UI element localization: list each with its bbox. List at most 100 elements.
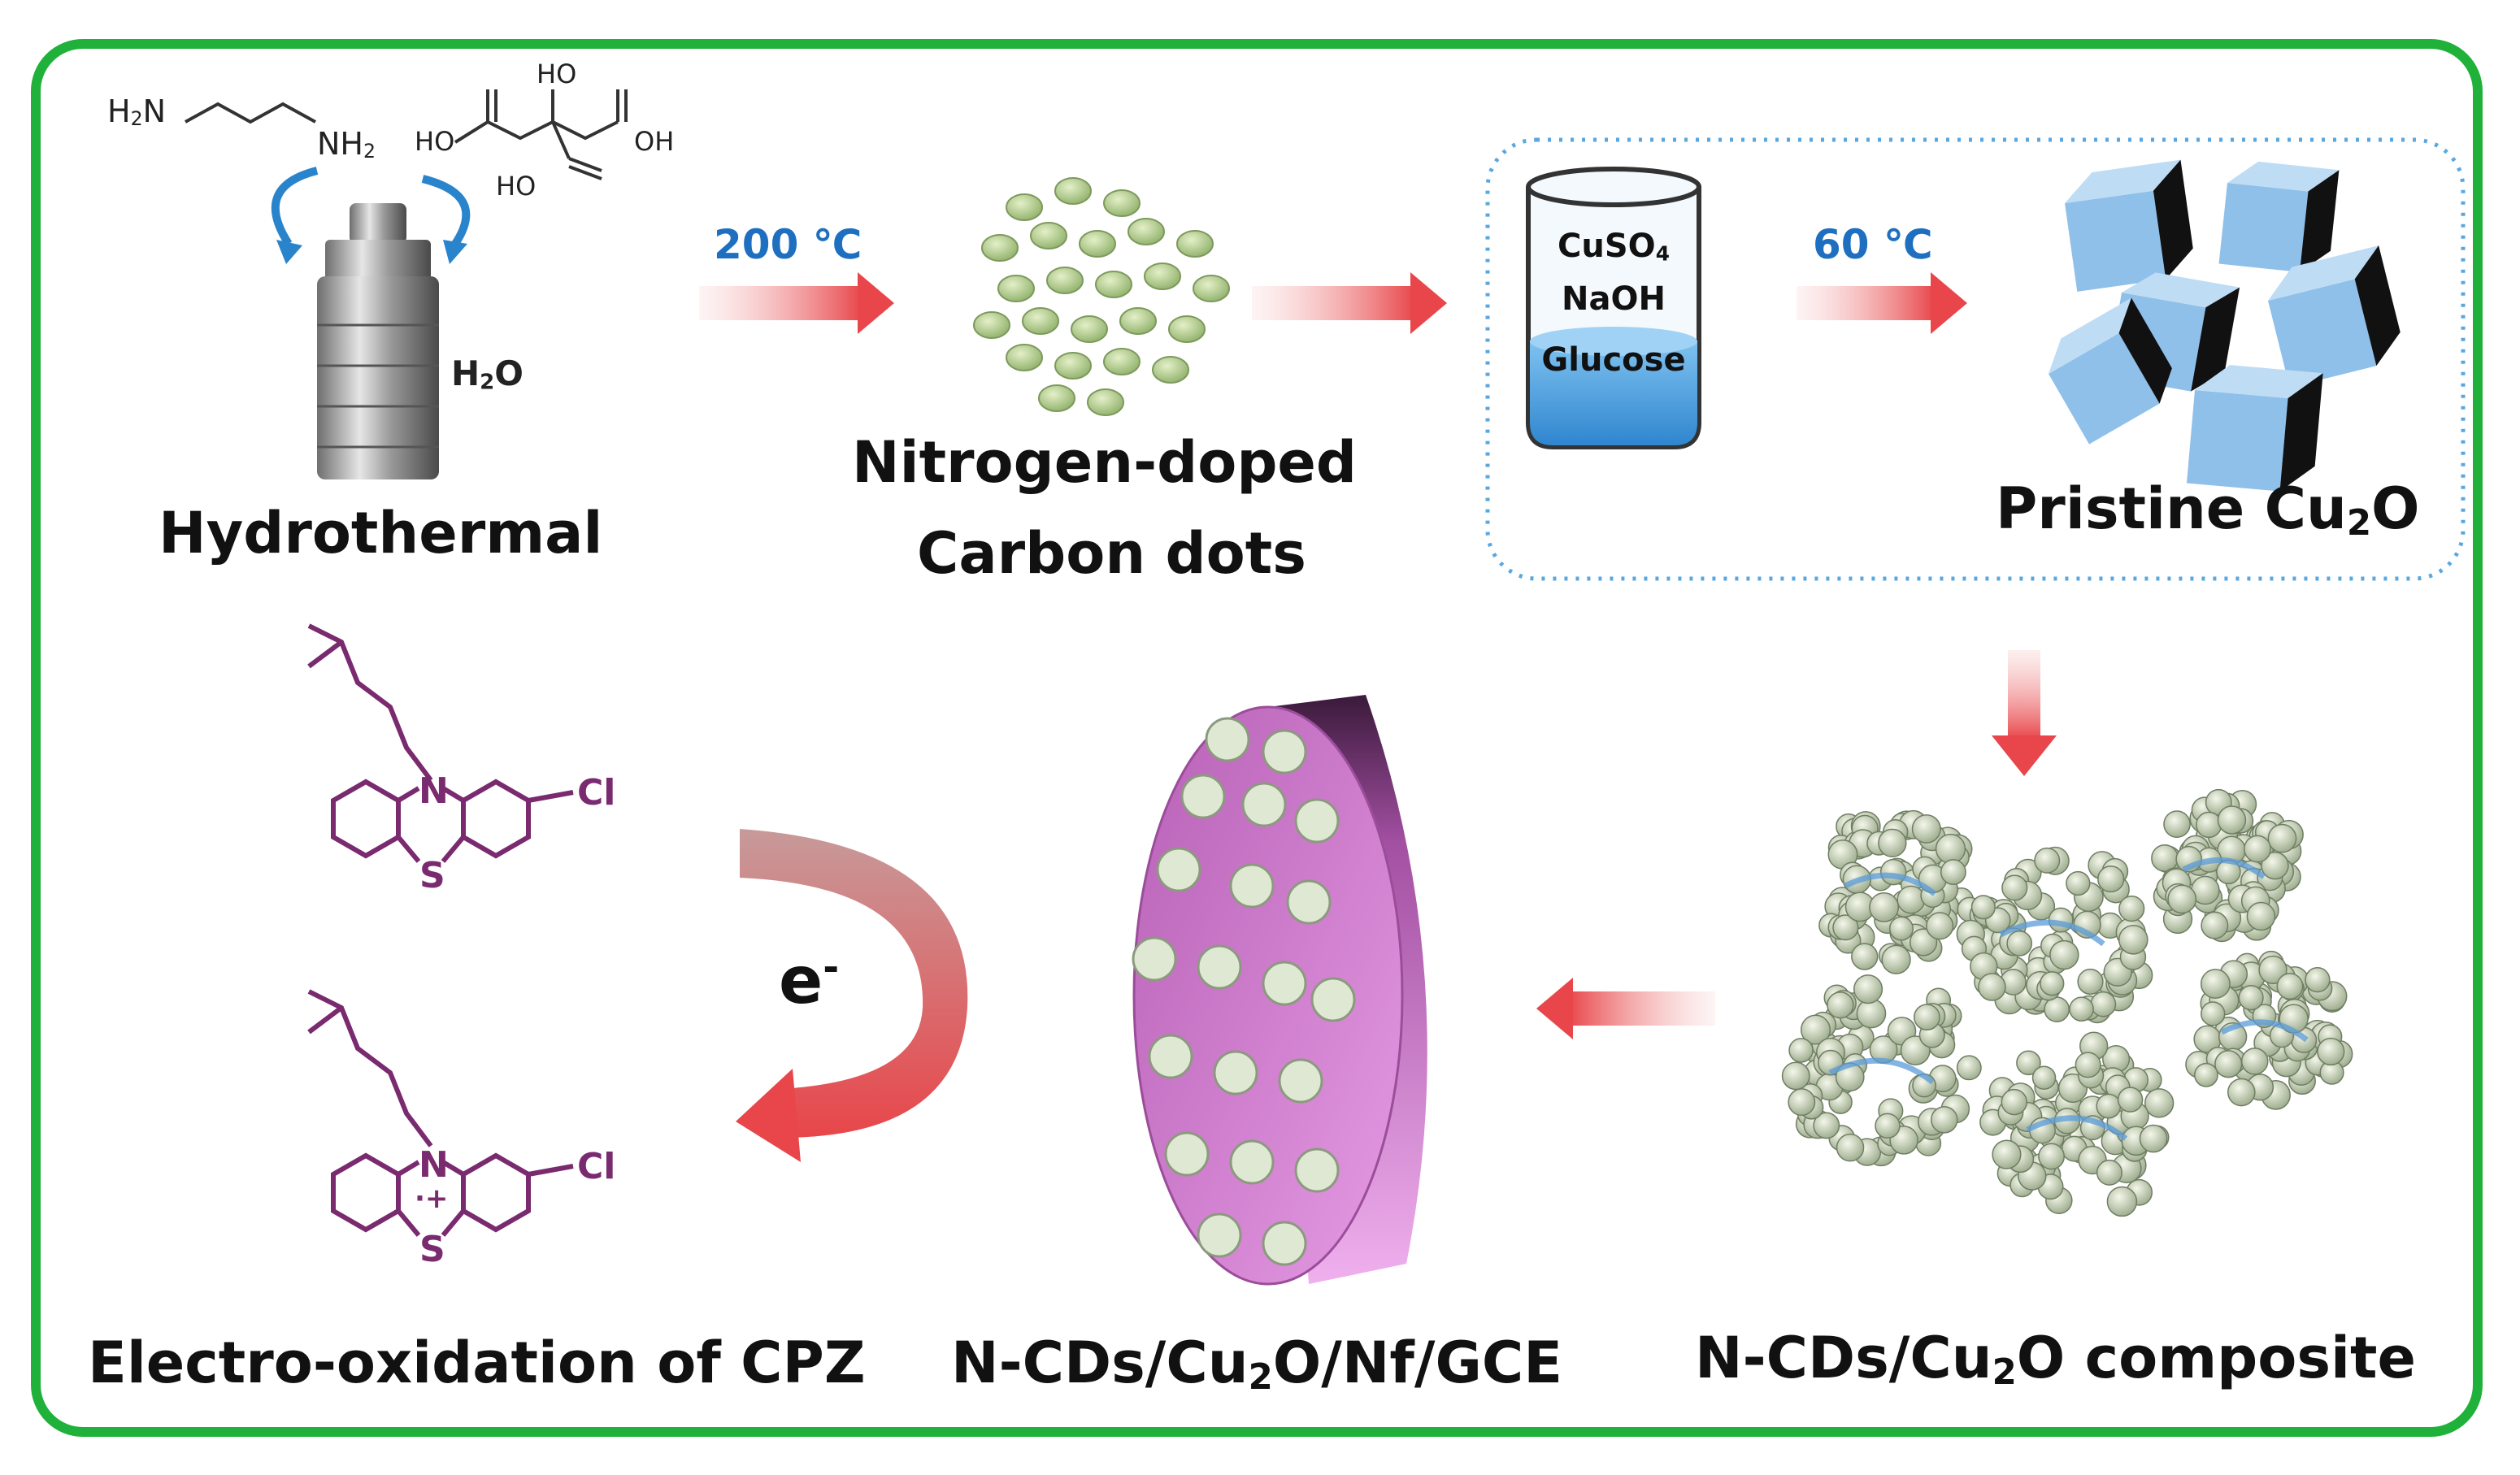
arrow-to-cu2o (1797, 272, 1967, 334)
hydrothermal-label: Hydrothermal (159, 500, 603, 566)
arrow-to-carbon-dots (699, 272, 894, 334)
citric-acid-ho-2: HO (537, 59, 577, 89)
composite-spot (1229, 1139, 1275, 1185)
electrode-label: N-CDs/Cu2O/Nf/GCE (951, 1330, 1563, 1398)
carbon-dot (1176, 230, 1214, 258)
mixing-arrow-left-icon (271, 167, 319, 246)
carbon-dot (1054, 177, 1092, 205)
composite-cluster (1979, 1031, 2175, 1217)
citric-acid-structure (454, 89, 628, 180)
citric-acid-oh: OH (634, 126, 675, 157)
composite-spot (1229, 863, 1275, 909)
ethylenediamine-nh2-label: NH2 (317, 126, 376, 163)
carbon-dot (1030, 222, 1067, 249)
ethylenediamine-label: H2N (107, 93, 166, 131)
carbon-dot (1152, 356, 1189, 384)
cpz-s-atom-top: S (419, 855, 445, 896)
composite-spot (1197, 1213, 1242, 1258)
beaker-icon (1526, 167, 1701, 449)
composite-spot (1132, 936, 1177, 982)
arrow-to-composite (1992, 650, 2057, 776)
synthesis-box (1485, 137, 2466, 581)
cpz-molecule-bottom (307, 989, 574, 1237)
carbon-dot (1046, 267, 1084, 294)
carbon-dot (1193, 275, 1230, 302)
composite-spot (1197, 944, 1242, 990)
carbon-dot (1119, 307, 1157, 335)
electron-label: e- (779, 943, 840, 1018)
beaker-naoh-label: NaOH (1562, 280, 1666, 318)
composite-spot (1294, 798, 1340, 844)
cu2o-cubes (2049, 159, 2401, 492)
composite-spot (1310, 977, 1356, 1022)
carbon-dot (1022, 307, 1059, 335)
citric-acid-ho-3: HO (496, 171, 537, 202)
carbon-dot (1087, 388, 1124, 416)
composite-spot (1262, 1221, 1307, 1266)
arrow-to-electrode (1536, 978, 1715, 1039)
carbon-dot (1144, 262, 1181, 290)
carbon-dot (1006, 344, 1043, 371)
composite-cluster (2151, 788, 2304, 943)
composite-spot (1294, 1147, 1340, 1193)
carbon-dot (1127, 218, 1165, 245)
composite-spot (1213, 1050, 1258, 1095)
ethylenediamine-bonds (185, 102, 316, 124)
cu2o-cube (2218, 161, 2340, 272)
electro-oxidation-label: Electro-oxidation of CPZ (88, 1330, 866, 1396)
cu2o-cube (2186, 365, 2323, 492)
cpz-cl-atom-top: Cl (577, 772, 616, 813)
carbon-dot (1071, 315, 1108, 343)
citric-acid-ho-1: HO (415, 126, 455, 157)
carbon-dot (1038, 384, 1075, 412)
composite-spot (1286, 879, 1332, 925)
carbon-dot (973, 311, 1010, 339)
cu2o-cube (2049, 297, 2172, 445)
composite-spot (1241, 782, 1287, 827)
carbon-dots-label-line2: Carbon dots (917, 520, 1306, 587)
mixing-arrow-right-icon (421, 175, 471, 246)
composite-cluster (1781, 974, 1982, 1167)
composite-spot (1262, 729, 1307, 774)
composite-spot (1262, 961, 1307, 1006)
electron-transfer-arrow (736, 829, 968, 1162)
beaker-cuso4-label: CuSO4 (1558, 228, 1670, 266)
composite-spot (1180, 774, 1226, 819)
cpz-n-atom-bottom: N (419, 1144, 449, 1186)
pristine-cu2o-label: Pristine Cu2O (1996, 475, 2420, 544)
composite-spot (1148, 1034, 1193, 1079)
carbon-dot (981, 234, 1019, 262)
electrode-disc-icon (1132, 695, 1427, 1286)
composite-clusters (1781, 788, 2353, 1217)
cpz-s-atom-bottom: S (419, 1229, 445, 1270)
carbon-dots-cluster (973, 177, 1230, 416)
cu2o-cube (2065, 159, 2193, 292)
composite-spot (1205, 717, 1250, 762)
composite-label: N-CDs/Cu2O composite (1695, 1325, 2416, 1393)
beaker-glucose-label: Glucose (1541, 341, 1686, 379)
temperature-60-label: 60 ℃ (1813, 221, 1933, 268)
composite-spot (1156, 847, 1201, 892)
carbon-dot (1079, 230, 1116, 258)
carbon-dot (1168, 315, 1206, 343)
composite-cluster (1956, 846, 2153, 1024)
composite-spot (1278, 1058, 1323, 1104)
arrow-to-beaker (1252, 272, 1447, 334)
solvent-label: H2O (451, 354, 524, 395)
autoclave-reactor-icon (317, 203, 439, 479)
carbon-dots-label-line1: Nitrogen-doped (852, 429, 1358, 496)
composite-cluster (1818, 809, 1983, 974)
carbon-dot (1054, 352, 1092, 380)
cpz-molecule-top (307, 623, 574, 863)
carbon-dot (1103, 348, 1141, 375)
carbon-dot (997, 275, 1035, 302)
cpz-cl-atom-bottom: Cl (577, 1146, 616, 1187)
carbon-dot (1103, 189, 1141, 217)
cu2o-cube (2268, 245, 2401, 388)
carbon-dot (1006, 193, 1043, 221)
temperature-200-label: 200 ℃ (714, 221, 862, 268)
composite-spot (1164, 1131, 1210, 1177)
cpz-radical-mark: ·+ (415, 1182, 449, 1215)
carbon-dot (1095, 271, 1132, 298)
